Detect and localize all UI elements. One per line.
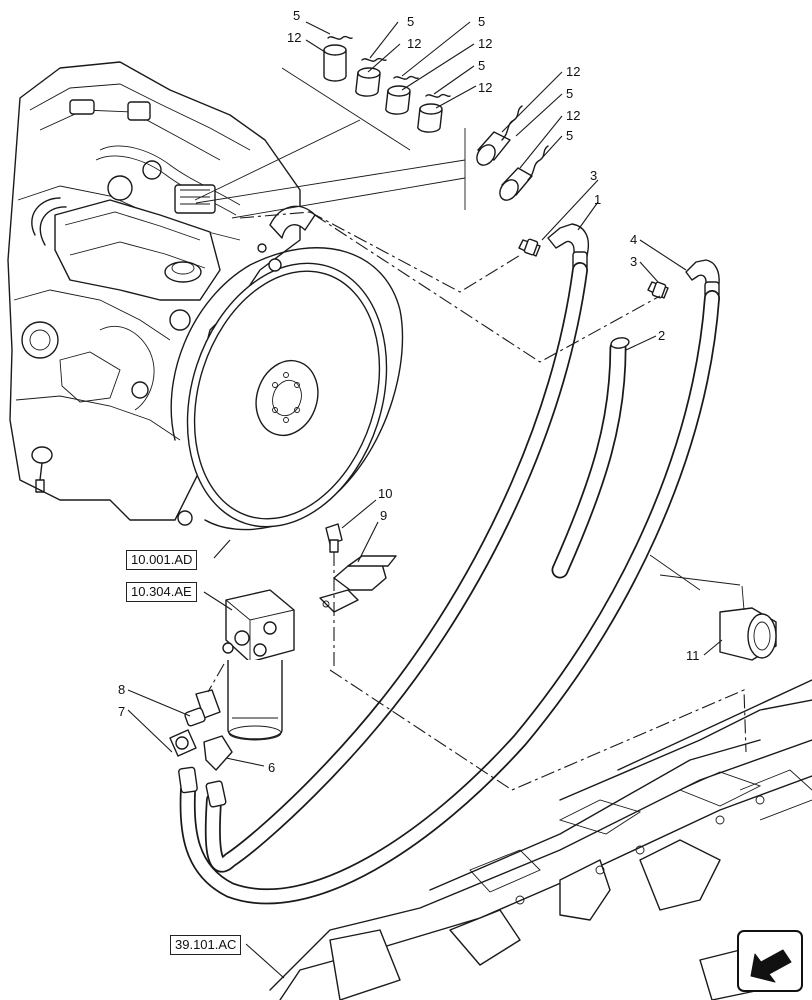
callout-12: 12 <box>566 64 580 79</box>
callout-5: 5 <box>407 14 414 29</box>
hose-connectors <box>518 179 720 299</box>
callout-labels: 5 12 5 12 5 12 5 12 12 5 12 5 3 1 4 3 2 … <box>118 8 700 775</box>
clip-part-5 <box>361 57 387 62</box>
callout-12: 12 <box>287 30 301 45</box>
callout-5: 5 <box>478 58 485 73</box>
callout-3: 3 <box>630 254 637 269</box>
callout-8: 8 <box>118 682 125 697</box>
callout-5: 5 <box>293 8 300 23</box>
callout-6: 6 <box>268 760 275 775</box>
clip-part-5 <box>527 145 549 181</box>
engine-assembly <box>7 61 404 531</box>
fitting-part-12 <box>417 103 443 133</box>
fitting-part-12 <box>499 167 533 201</box>
navigation-button[interactable] <box>737 930 803 992</box>
clip-fitting-group <box>194 21 563 219</box>
callout-12: 12 <box>478 36 492 51</box>
callout-12: 12 <box>478 80 492 95</box>
callout-9: 9 <box>380 508 387 523</box>
fitting-part-12 <box>323 44 347 82</box>
hose-assemblies <box>178 262 720 905</box>
callout-5: 5 <box>566 86 573 101</box>
fitting-part-12 <box>385 85 411 115</box>
callout-3: 3 <box>590 168 597 183</box>
callout-1: 1 <box>594 192 601 207</box>
callout-5: 5 <box>566 128 573 143</box>
callout-4: 4 <box>630 232 637 247</box>
clip-part-5 <box>327 35 353 40</box>
callout-7: 7 <box>118 704 125 719</box>
clip-part-5 <box>501 105 523 141</box>
chassis-frame <box>269 679 812 1000</box>
reference-link-frame[interactable]: 39.101.AC <box>170 935 242 955</box>
adapter-part-11 <box>649 554 777 661</box>
callout-2: 2 <box>658 328 665 343</box>
clip-part-5 <box>393 75 419 80</box>
reference-lines <box>239 211 747 791</box>
reference-link-filter[interactable]: 10.304.AE <box>126 582 197 602</box>
bracket-part-9 <box>319 521 397 613</box>
callout-5: 5 <box>478 14 485 29</box>
fitting-part-12 <box>355 67 381 97</box>
callout-12: 12 <box>566 108 580 123</box>
filter-assembly <box>127 589 295 771</box>
callout-10: 10 <box>378 486 392 501</box>
bolt-part-10 <box>325 499 377 670</box>
reference-link-engine[interactable]: 10.001.AD <box>126 550 198 570</box>
arrow-icon <box>750 949 792 983</box>
callout-12: 12 <box>407 36 421 51</box>
clip-part-5 <box>425 93 451 98</box>
callout-11: 11 <box>686 648 700 663</box>
